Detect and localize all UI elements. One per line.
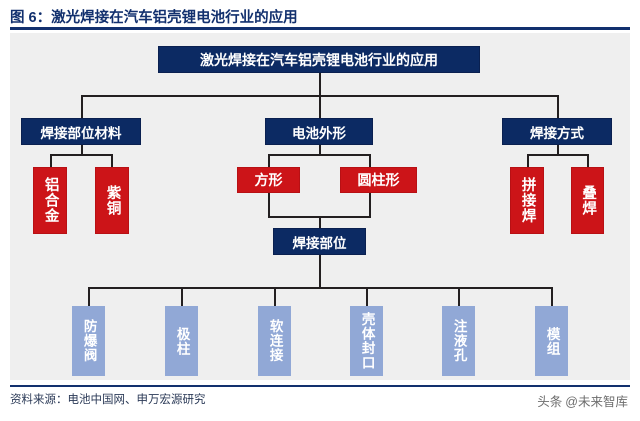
connector-materials-stem (81, 137, 83, 155)
node-part-module-label: 模组 (544, 326, 560, 356)
node-method-butt-welding[interactable]: 拼接焊 (510, 167, 544, 234)
connector-weld-location-stem (319, 216, 321, 236)
node-part-shell-sealing[interactable]: 壳体封口 (350, 306, 383, 376)
node-material-copper-label: 紫铜 (104, 185, 121, 216)
node-branch-method[interactable]: 焊接方式 (502, 118, 612, 145)
watermark-prefix: 头条 (537, 395, 563, 409)
connector-root-stem (319, 73, 321, 96)
connector-part-5-drop (458, 287, 460, 307)
node-part-flexible-connection-label: 软连接 (267, 319, 283, 363)
connector-material-2-drop (111, 154, 113, 167)
node-part-electrolyte-filling-hole-label: 注液孔 (451, 319, 467, 363)
connector-parts-spine (88, 287, 551, 289)
node-part-pole-terminal[interactable]: 极柱 (165, 306, 198, 376)
connector-method-2-drop (587, 154, 589, 167)
connector-part-4-drop (366, 287, 368, 307)
node-part-explosion-proof-valve-label: 防爆阀 (81, 319, 97, 363)
node-shape-cylindrical[interactable]: 圆柱形 (340, 167, 417, 193)
connector-material-1-drop (50, 154, 52, 167)
node-branch-method-label: 焊接方式 (530, 125, 584, 141)
node-material-copper[interactable]: 紫铜 (95, 167, 129, 234)
connector-branch-2-drop (319, 95, 321, 118)
node-root-label: 激光焊接在汽车铝壳锂电池行业的应用 (200, 51, 438, 68)
connector-shape-1-down (268, 192, 270, 217)
watermark: 头条 @未来智库 (537, 391, 628, 410)
node-weld-location-label: 焊接部位 (292, 235, 347, 251)
connector-shape-2-drop (369, 154, 371, 167)
connector-part-2-drop (181, 287, 183, 307)
node-part-electrolyte-filling-hole[interactable]: 注液孔 (442, 306, 475, 376)
source-note: 资料来源：电池中国网、申万宏源研究 (10, 394, 206, 406)
connector-shapes-spine (268, 154, 371, 156)
node-weld-location[interactable]: 焊接部位 (273, 228, 366, 255)
connector-shapes-stem (319, 137, 321, 155)
node-branch-shape-label: 电池外形 (292, 125, 346, 141)
connector-part-1-drop (88, 287, 90, 307)
footer-divider (10, 385, 630, 387)
connector-methods-spine (527, 154, 589, 156)
title-divider (10, 27, 630, 30)
figure-title-bar: 图 6：激光焊接在汽车铝壳锂电池行业的应用 (0, 0, 640, 32)
watermark-handle: @未来智库 (565, 395, 628, 409)
node-branch-shape[interactable]: 电池外形 (265, 118, 373, 145)
node-shape-cylindrical-label: 圆柱形 (357, 172, 400, 188)
connector-part-3-drop (274, 287, 276, 307)
node-root[interactable]: 激光焊接在汽车铝壳锂电池行业的应用 (158, 46, 480, 73)
connector-branch-3-drop (557, 95, 559, 118)
node-method-lap-welding[interactable]: 叠焊 (571, 167, 604, 234)
connector-methods-stem (557, 137, 559, 155)
node-method-butt-welding-label: 拼接焊 (519, 177, 536, 224)
diagram-canvas: 激光焊接在汽车铝壳锂电池行业的应用 焊接部位材料 电池外形 焊接方式 铝合金 紫… (10, 33, 630, 380)
connector-parts-stem (319, 255, 321, 288)
node-part-module[interactable]: 模组 (535, 306, 568, 376)
connector-method-1-drop (527, 154, 529, 167)
node-part-flexible-connection[interactable]: 软连接 (258, 306, 291, 376)
node-material-aluminum-alloy[interactable]: 铝合金 (33, 167, 67, 234)
node-part-pole-terminal-label: 极柱 (174, 326, 190, 356)
node-branch-materials-label: 焊接部位材料 (40, 125, 122, 141)
node-method-lap-welding-label: 叠焊 (580, 185, 597, 216)
connector-part-6-drop (551, 287, 553, 307)
connector-shape-1-drop (268, 154, 270, 167)
connector-shape-2-down (369, 192, 371, 217)
node-part-shell-sealing-label: 壳体封口 (359, 312, 375, 370)
connector-materials-spine (50, 154, 113, 156)
node-shape-prismatic[interactable]: 方形 (237, 167, 300, 193)
node-shape-prismatic-label: 方形 (254, 172, 283, 188)
page-title: 图 6：激光焊接在汽车铝壳锂电池行业的应用 (10, 10, 298, 26)
node-part-explosion-proof-valve[interactable]: 防爆阀 (72, 306, 105, 376)
connector-branch-1-drop (81, 95, 83, 118)
node-branch-materials[interactable]: 焊接部位材料 (21, 118, 141, 145)
node-material-aluminum-alloy-label: 铝合金 (42, 177, 59, 224)
